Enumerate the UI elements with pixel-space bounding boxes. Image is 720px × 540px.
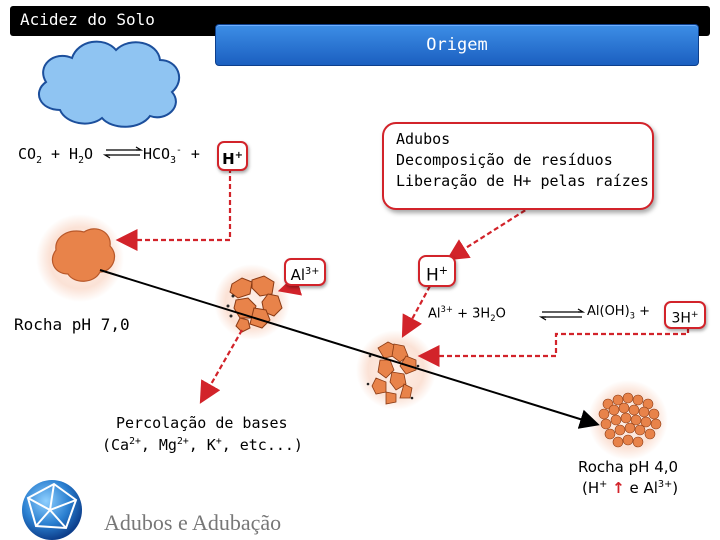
hplus-free-box: H+ <box>418 255 456 287</box>
origin-label: Origem <box>426 35 488 55</box>
rock-ph7-label: Rocha pH 7,0 <box>14 315 130 334</box>
slide-title: Acidez do Solo <box>20 10 155 29</box>
rock-cluster-middle-icon <box>214 264 290 340</box>
equilibrium-arrow-1 <box>102 146 144 159</box>
rock-weathered-center-icon <box>356 330 436 410</box>
arrow-hplus-to-rock <box>115 168 232 251</box>
arrow-h-to-center-rock <box>401 285 431 338</box>
footer-title: Adubos e Adubação <box>104 510 282 535</box>
reaction-bicarbonate: HCO3- + <box>143 145 200 166</box>
hplus-box: H+ <box>217 141 248 171</box>
h3-box: 3H+ <box>664 301 706 329</box>
arrow-h3-loop <box>417 328 690 367</box>
arrow-cluster-to-percolation <box>199 329 243 404</box>
rock-ph7-icon <box>36 214 124 302</box>
globe-logo-icon <box>22 480 82 540</box>
rock-ph4-label: Rocha pH 4,0 <box>578 458 679 476</box>
origin-callout: Adubos Decomposição de resíduos Liberaçã… <box>382 122 654 210</box>
callout-line-decomposition: Decomposição de resíduos <box>396 151 613 169</box>
up-arrow-icon: ↑ <box>612 479 625 497</box>
al3-ion-box: Al3+ <box>284 258 326 286</box>
reaction-al-hydrolysis: Al3+ + 3H2O <box>428 304 506 323</box>
cloud-icon <box>38 40 181 128</box>
rock-ph4-icon <box>588 380 668 460</box>
arrow-weathering-sequence <box>99 269 600 429</box>
callout-line-fertilizers: Adubos <box>396 130 451 148</box>
arrow-callout-to-h <box>446 205 533 261</box>
origin-banner: Origem <box>215 24 699 66</box>
percolation-title: Percolação de bases <box>116 414 288 432</box>
rock-ph4-ions: (H+ ↑ e Al3+) <box>582 479 679 497</box>
reaction-co2-water: CO2 + H2O <box>18 145 93 166</box>
callout-line-roots: Liberação de H+ pelas raízes <box>396 172 649 190</box>
equilibrium-arrow-2 <box>538 308 586 321</box>
percolation-bases: (Ca2+, Mg2+, K+, etc...) <box>102 436 303 454</box>
reaction-al-hydroxide: Al(OH)3 + <box>587 304 651 321</box>
